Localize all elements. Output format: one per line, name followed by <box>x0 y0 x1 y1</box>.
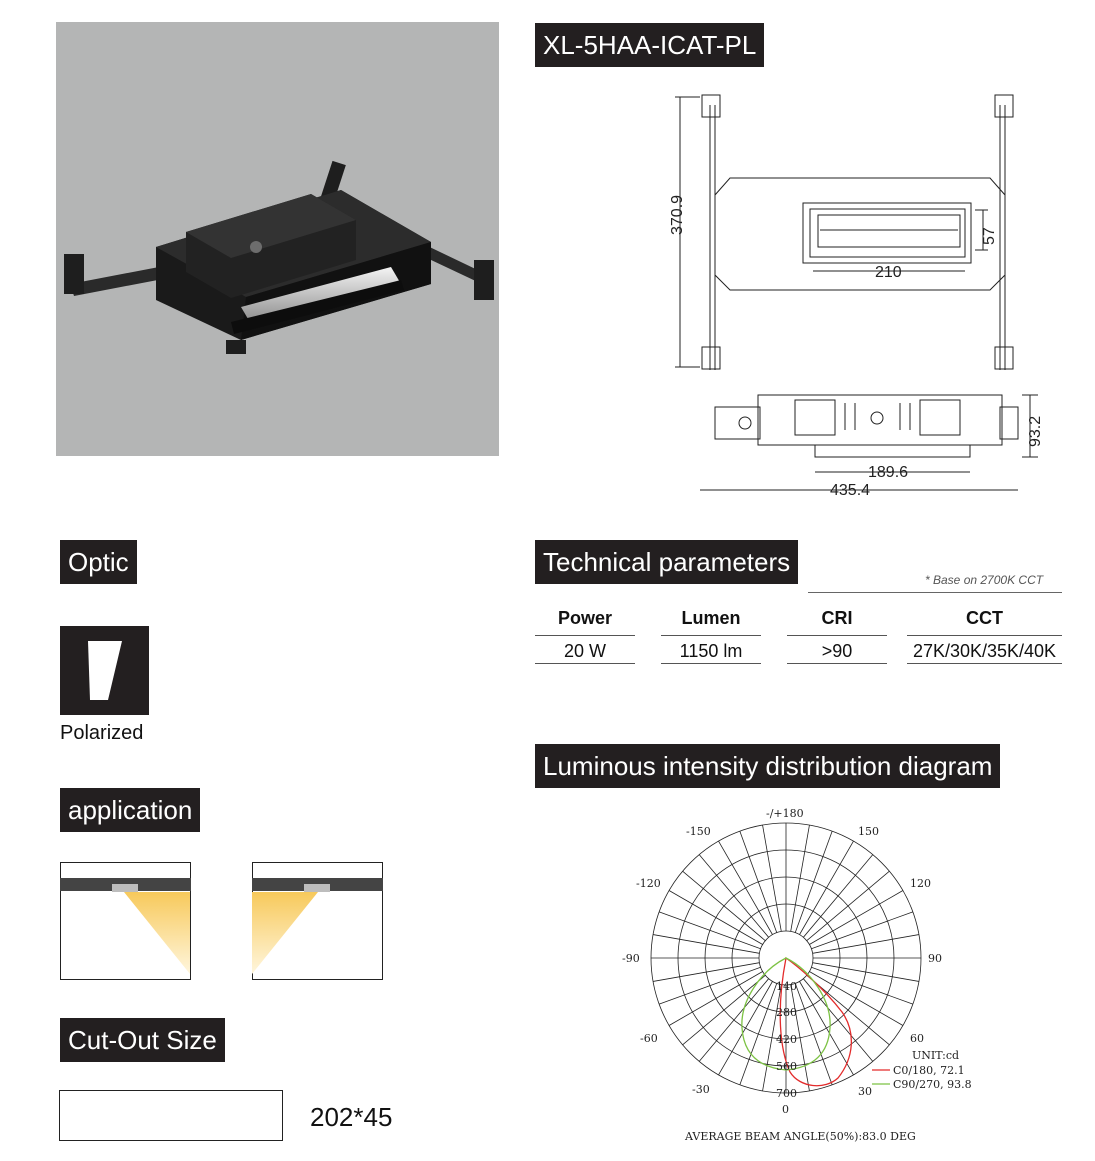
tech-note: * Base on 2700K CCT <box>925 573 1044 587</box>
dimension-drawing: 370.9 57 210 93.2 189.6 435.4 <box>670 94 1044 499</box>
application-illustration-2 <box>252 862 383 985</box>
angle-label-120: 120 <box>910 877 931 890</box>
legend-unit: UNIT:cd <box>912 1049 959 1062</box>
polar-spoke <box>652 962 760 982</box>
angle-label-180: -/+180 <box>766 807 804 820</box>
angle-label-m90: -90 <box>622 952 640 965</box>
polar-spoke <box>698 978 769 1062</box>
angle-label-m150: -150 <box>686 825 711 838</box>
polar-spoke <box>762 984 782 1092</box>
angle-label-m30: -30 <box>692 1083 710 1096</box>
polar-spoke <box>803 978 874 1062</box>
lid-heading: Luminous intensity distribution diagram <box>535 744 1001 788</box>
polar-spoke <box>668 890 763 945</box>
angle-label-0: 0 <box>782 1103 789 1116</box>
product-photo <box>56 22 499 456</box>
polar-spoke <box>794 831 833 933</box>
tech-note-rule <box>808 592 1062 593</box>
dim-lens-width: 57 <box>981 227 998 245</box>
polar-spoke <box>718 840 773 935</box>
model-tag: XL-5HAA-ICAT-PL <box>535 23 765 67</box>
cutout-heading: Cut-Out Size <box>60 1018 225 1062</box>
polar-spoke <box>790 824 810 932</box>
angle-label-m60: -60 <box>640 1032 658 1045</box>
polar-spoke <box>682 975 766 1046</box>
angle-label-m120: -120 <box>636 877 661 890</box>
polar-spoke <box>790 984 810 1092</box>
dim-lens-length: 210 <box>875 264 902 281</box>
tech-table: Power Lumen CRI CCT 20 W 1150 lm >90 27K… <box>535 606 1065 666</box>
polar-spoke <box>762 824 782 932</box>
curve-c0-180 <box>779 956 853 1087</box>
product-render-image <box>64 160 494 354</box>
angle-label-30: 30 <box>858 1085 872 1098</box>
polar-spoke <box>812 962 920 982</box>
tech-heading: Technical parameters <box>535 540 799 584</box>
polar-angle-labels: -/+180 -150 150 -120 120 -90 90 -60 60 -… <box>622 807 942 1116</box>
optic-heading: Optic <box>60 540 137 584</box>
application-heading: application <box>60 788 201 832</box>
polar-spoke <box>698 854 769 938</box>
header-lumen: Lumen <box>681 608 741 628</box>
header-power: Power <box>557 608 613 628</box>
value-cct: 27K/30K/35K/40K <box>912 641 1057 661</box>
dim-height: 370.9 <box>670 195 686 235</box>
curve-c90-270 <box>741 957 831 1071</box>
cutout-shape <box>59 1090 283 1141</box>
value-cri: >90 <box>821 641 853 661</box>
dim-overall-length: 435.4 <box>830 482 870 499</box>
polarized-optic-icon <box>60 626 149 715</box>
polar-spoke <box>794 983 833 1085</box>
dim-trim-length: 189.6 <box>868 464 908 481</box>
polar-legend: UNIT:cd C0/180, 72.1 C90/270, 93.8 <box>872 1049 972 1091</box>
application-illustration-1 <box>60 862 191 985</box>
polar-radial-labels: 140 280 420 560 700 <box>776 980 797 1100</box>
polar-spoke <box>806 870 890 941</box>
polar-spoke <box>811 911 913 950</box>
polar-curves <box>741 956 853 1087</box>
radial-label-560: 560 <box>776 1060 797 1073</box>
value-power: 20 W <box>563 641 606 661</box>
cutout-size-value: 202*45 <box>310 1102 393 1132</box>
angle-label-60: 60 <box>910 1032 924 1045</box>
polar-spoke <box>812 934 920 954</box>
radial-label-700: 700 <box>776 1087 797 1100</box>
polar-spoke <box>809 890 904 945</box>
dim-depth: 93.2 <box>1027 416 1044 447</box>
legend-c90-270: C90/270, 93.8 <box>893 1078 972 1091</box>
polar-spoke <box>659 911 761 950</box>
polar-spoke <box>652 934 760 954</box>
polar-spoke <box>799 981 854 1076</box>
angle-label-90: 90 <box>928 952 942 965</box>
header-cri: CRI <box>821 608 853 628</box>
radial-label-280: 280 <box>776 1006 797 1019</box>
radial-label-140: 140 <box>776 980 797 993</box>
polar-spoke <box>809 971 904 1026</box>
polar-spoke <box>739 983 778 1085</box>
polar-spoke <box>682 870 766 941</box>
polar-spoke <box>799 840 854 935</box>
header-cct: CCT <box>966 608 1003 628</box>
radial-label-420: 420 <box>776 1033 797 1046</box>
polar-spoke <box>803 854 874 938</box>
value-lumen: 1150 lm <box>679 641 743 661</box>
polar-spoke <box>659 966 761 1005</box>
legend-c0-180: C0/180, 72.1 <box>893 1064 965 1077</box>
polar-spoke <box>739 831 778 933</box>
angle-label-150: 150 <box>858 825 879 838</box>
optic-label: Polarized <box>60 722 144 744</box>
polar-diagram: -/+180 -150 150 -120 120 -90 90 -60 60 -… <box>622 807 972 1143</box>
polar-spoke <box>718 981 773 1076</box>
polar-spoke <box>811 966 913 1005</box>
polar-footer: AVERAGE BEAM ANGLE(50%):83.0 DEG <box>684 1130 916 1143</box>
polar-spoke <box>668 971 763 1026</box>
